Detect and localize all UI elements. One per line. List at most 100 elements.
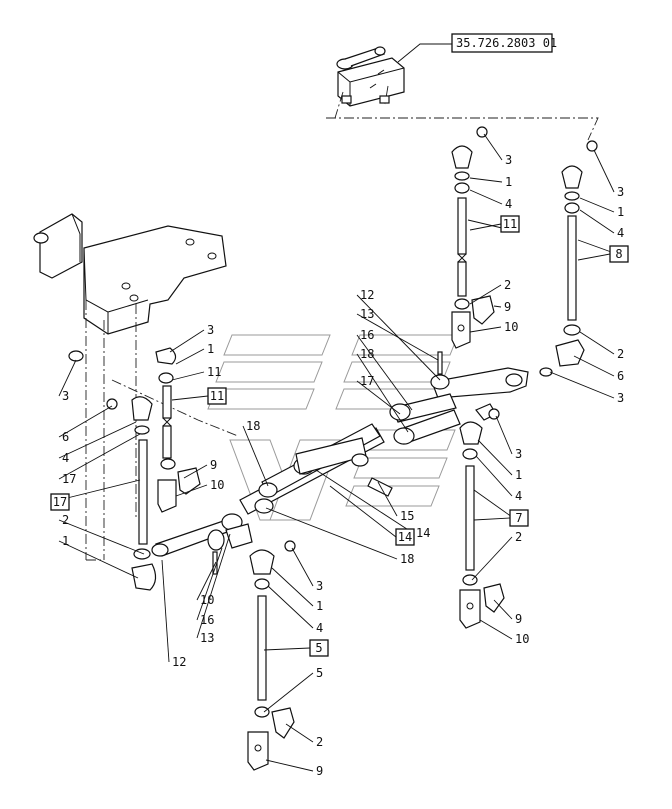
callout-leader-11 xyxy=(577,239,615,254)
callout-leader-30 xyxy=(479,619,513,640)
callout-leader-10 xyxy=(579,209,615,234)
callout-leader-17 xyxy=(356,334,413,411)
part-callout-42: 3 xyxy=(316,579,323,593)
part-callout-40: 9 xyxy=(210,458,217,472)
part-callout-49: 16 xyxy=(200,613,214,627)
part-callout-48: 10 xyxy=(200,593,214,607)
part-callout-43: 1 xyxy=(316,599,323,613)
leader-lines xyxy=(58,133,615,772)
callout-leader-41 xyxy=(175,484,208,497)
callout-leader-40 xyxy=(183,464,208,479)
part-callout-8: 3 xyxy=(617,185,624,199)
boxed-callout-frame-4 xyxy=(509,509,529,527)
callout-leader-8 xyxy=(593,149,615,193)
part-callout-16: 13 xyxy=(360,307,374,321)
callout-leader-34 xyxy=(58,359,77,397)
part-callout-51: 12 xyxy=(172,655,186,669)
connection-line-top xyxy=(326,117,599,141)
part-callout-38: 2 xyxy=(62,513,69,527)
boxed-callout-frame-2 xyxy=(609,245,629,263)
part-callout-32: 1 xyxy=(207,342,214,356)
boxed-leader-3 xyxy=(171,395,209,401)
part-callout-41: 10 xyxy=(210,478,224,492)
callout-leader-25 xyxy=(477,439,513,476)
part-callout-39: 1 xyxy=(62,534,69,548)
callout-leader-47 xyxy=(265,759,314,772)
boxed-callout-frame-7 xyxy=(309,639,329,657)
callout-leader-44 xyxy=(267,585,314,629)
part-callout-45: 5 xyxy=(316,666,323,680)
part-callout-1: 3 xyxy=(505,153,512,167)
part-callout-20: 15 xyxy=(400,509,414,523)
callout-leader-12 xyxy=(579,331,615,355)
callout-leader-37 xyxy=(58,433,141,480)
part-callout-33: 11 xyxy=(207,365,221,379)
part-callout-3: 4 xyxy=(505,197,512,211)
callout-leader-16 xyxy=(356,313,439,361)
callout-leader-42 xyxy=(291,547,314,587)
part-callout-22: 18 xyxy=(246,419,260,433)
boxed-callout-4: 7 xyxy=(515,511,522,525)
boxed-callout-frame-1 xyxy=(500,215,520,233)
boxed-callout-frame-6 xyxy=(395,528,415,546)
part-callout-31: 3 xyxy=(207,323,214,337)
callout-leader-18 xyxy=(356,353,409,433)
boxed-leader-1 xyxy=(469,223,502,231)
callout-leader-19 xyxy=(356,380,401,415)
part-callout-46: 2 xyxy=(316,735,323,749)
callout-leader-35 xyxy=(58,405,113,438)
boxed-leader-4 xyxy=(473,517,511,521)
part-callout-26: 4 xyxy=(515,489,522,503)
boxed-callout-frame-3 xyxy=(207,387,227,405)
part-callout-28: 2 xyxy=(515,530,522,544)
callout-leader-27 xyxy=(473,489,513,518)
callout-leader-4 xyxy=(467,219,503,229)
center-linkage xyxy=(389,351,529,445)
callout-leader-46 xyxy=(285,723,314,743)
part-callout-15: 12 xyxy=(360,288,374,302)
boxed-leader-7 xyxy=(263,647,311,651)
callout-leader-38 xyxy=(58,519,145,555)
callout-leader-5 xyxy=(469,284,502,305)
part-callout-17: 16 xyxy=(360,328,374,342)
callout-leader-32 xyxy=(175,348,205,365)
callout-leader-23 xyxy=(265,507,398,560)
callout-leader-24 xyxy=(495,415,513,455)
boxed-leader-2 xyxy=(577,253,611,261)
callout-leader-6 xyxy=(493,305,502,308)
part-callout-35: 6 xyxy=(62,430,69,444)
boxed-callout-3: 11 xyxy=(210,389,224,403)
main-cross-shaft xyxy=(151,423,393,575)
callout-leader-1 xyxy=(483,133,503,161)
part-callout-13: 6 xyxy=(617,369,624,383)
rod-assembly-lower-right xyxy=(459,408,505,629)
callout-leader-36 xyxy=(58,421,137,459)
boxed-callout-6: 14 xyxy=(398,530,412,544)
callout-leader-13 xyxy=(573,355,615,377)
callout-leader-22 xyxy=(242,425,269,487)
part-callout-24: 3 xyxy=(515,447,522,461)
part-callout-47: 9 xyxy=(316,764,323,778)
left-mounting-bracket xyxy=(33,213,239,561)
part-callout-36: 4 xyxy=(62,451,69,465)
boxed-callout-2: 8 xyxy=(615,247,622,261)
callout-leader-33 xyxy=(171,371,205,381)
part-callout-14: 3 xyxy=(617,391,624,405)
callout-leader-48 xyxy=(196,561,217,601)
reference-code-box xyxy=(451,33,553,53)
callout-leader-39 xyxy=(58,540,139,579)
boxed-callout-frame-5 xyxy=(50,493,70,511)
part-callout-10: 4 xyxy=(617,226,624,240)
callout-leader-49 xyxy=(196,547,223,621)
part-callout-29: 9 xyxy=(515,612,522,626)
reference-code-leader xyxy=(397,43,452,63)
callout-leader-7 xyxy=(469,326,502,333)
callout-leader-50 xyxy=(196,533,231,639)
callout-leader-51 xyxy=(161,559,170,663)
part-callout-23: 18 xyxy=(400,552,414,566)
callout-leader-26 xyxy=(475,455,513,497)
callout-leader-14 xyxy=(549,371,615,399)
rod-assembly-far-right xyxy=(539,140,598,377)
